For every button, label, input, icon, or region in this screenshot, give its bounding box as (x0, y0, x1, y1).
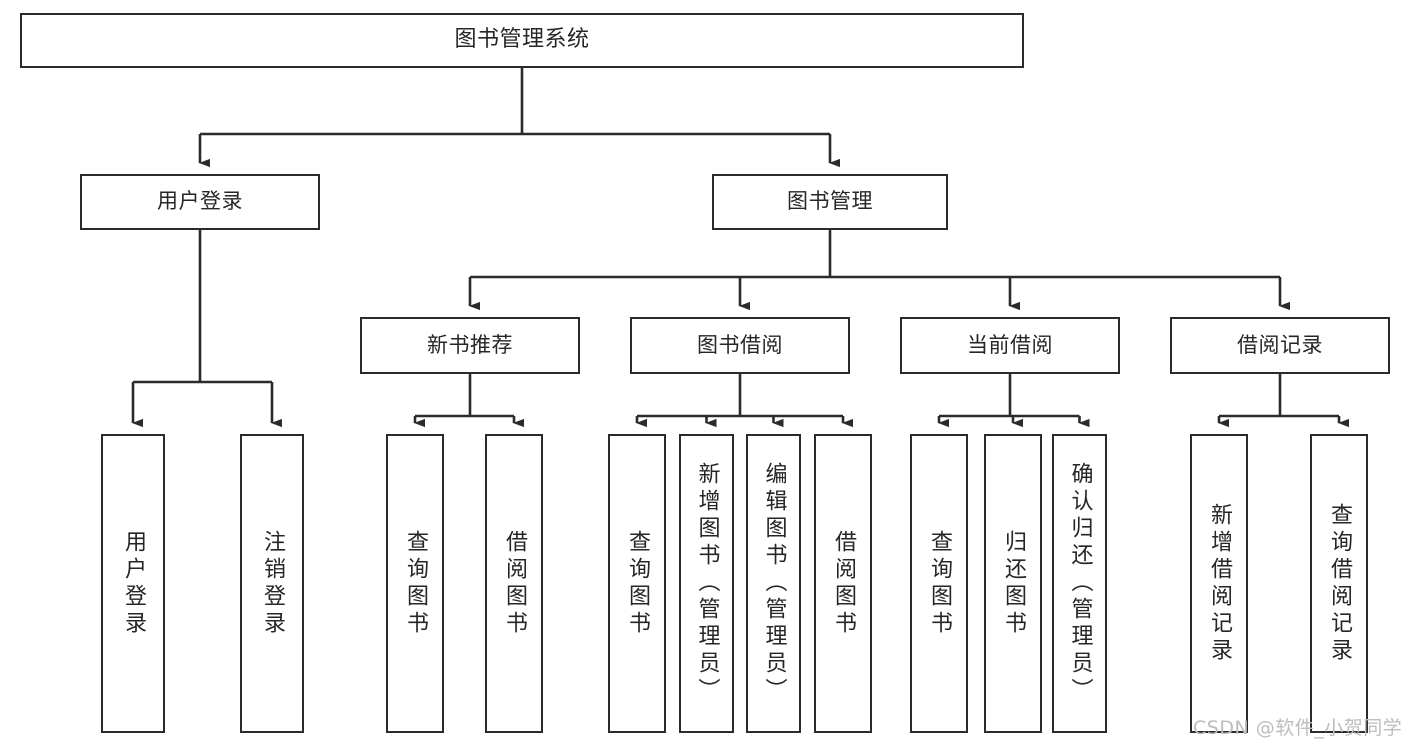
node-leaf-query-book-1[interactable]: 查询图书 (386, 434, 444, 733)
watermark-text: CSDN @软件_小贺同学 (1193, 717, 1403, 739)
node-leaf-add-book-admin[interactable]: 新增图书（管理员） (679, 434, 734, 733)
node-current-borrow-label: 当前借阅 (967, 332, 1053, 357)
node-borrow-record[interactable]: 借阅记录 (1170, 317, 1390, 374)
node-leaf-add-borrow-record-label: 新增借阅记录 (1207, 502, 1232, 665)
node-user-login[interactable]: 用户登录 (80, 174, 320, 230)
node-book-manage-label: 图书管理 (787, 189, 873, 214)
node-root-label: 图书管理系统 (454, 27, 590, 53)
node-leaf-borrow-book-1-label: 借阅图书 (502, 529, 527, 638)
node-book-borrow[interactable]: 图书借阅 (630, 317, 850, 374)
node-leaf-add-borrow-record[interactable]: 新增借阅记录 (1190, 434, 1248, 733)
node-leaf-confirm-return-admin-label: 确认归还（管理员） (1067, 462, 1093, 705)
node-leaf-user-login[interactable]: 用户登录 (101, 434, 165, 733)
node-leaf-borrow-book-2-label: 借阅图书 (831, 529, 856, 638)
node-leaf-edit-book-admin-label: 编辑图书（管理员） (761, 462, 787, 705)
node-book-borrow-label: 图书借阅 (697, 332, 783, 357)
node-leaf-edit-book-admin[interactable]: 编辑图书（管理员） (746, 434, 801, 733)
node-leaf-add-book-admin-label: 新增图书（管理员） (694, 462, 720, 705)
node-leaf-query-borrow-record-label: 查询借阅记录 (1327, 502, 1352, 665)
node-leaf-borrow-book-1[interactable]: 借阅图书 (485, 434, 543, 733)
node-leaf-logout[interactable]: 注销登录 (240, 434, 304, 733)
node-leaf-user-login-label: 用户登录 (121, 529, 146, 638)
node-leaf-query-book-2[interactable]: 查询图书 (608, 434, 666, 733)
node-new-book-recommend-label: 新书推荐 (427, 332, 513, 357)
node-leaf-query-book-1-label: 查询图书 (403, 529, 428, 638)
node-leaf-query-book-3-label: 查询图书 (927, 529, 952, 638)
node-leaf-return-book-label: 归还图书 (1001, 529, 1026, 638)
node-leaf-return-book[interactable]: 归还图书 (984, 434, 1042, 733)
node-leaf-query-book-3[interactable]: 查询图书 (910, 434, 968, 733)
node-root[interactable]: 图书管理系统 (20, 13, 1024, 68)
node-leaf-borrow-book-2[interactable]: 借阅图书 (814, 434, 872, 733)
node-leaf-logout-label: 注销登录 (260, 529, 285, 638)
node-book-manage[interactable]: 图书管理 (712, 174, 948, 230)
node-current-borrow[interactable]: 当前借阅 (900, 317, 1120, 374)
node-user-login-label: 用户登录 (157, 189, 243, 214)
node-new-book-recommend[interactable]: 新书推荐 (360, 317, 580, 374)
node-leaf-confirm-return-admin[interactable]: 确认归还（管理员） (1052, 434, 1107, 733)
node-leaf-query-borrow-record[interactable]: 查询借阅记录 (1310, 434, 1368, 733)
node-leaf-query-book-2-label: 查询图书 (625, 529, 650, 638)
node-borrow-record-label: 借阅记录 (1237, 332, 1323, 357)
